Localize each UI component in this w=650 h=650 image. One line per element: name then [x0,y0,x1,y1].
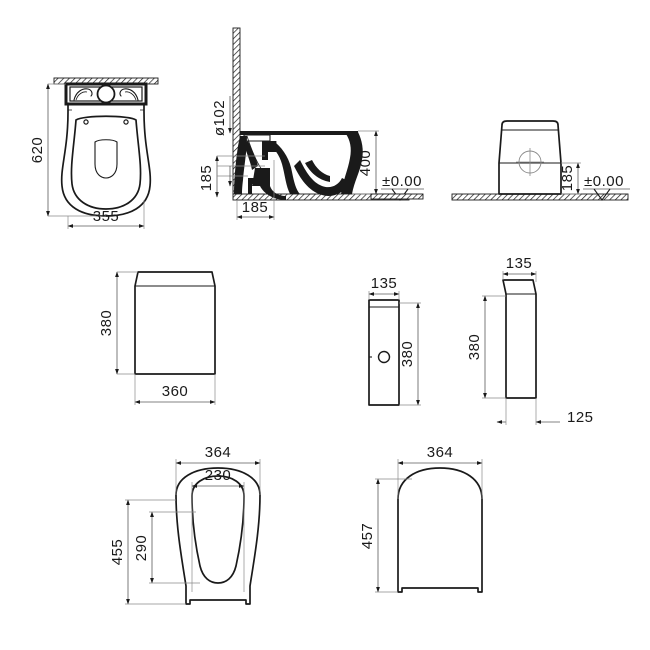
dimension-185-vertical: 185 [198,155,265,198]
dimension-dia102: ø102 [211,96,232,136]
pan-inner-bowl [94,139,118,179]
view-seat-cover-plan: 364 457 [359,444,483,593]
dimension-457: 457 [359,478,412,593]
pan-rear-outline [498,120,562,195]
dimension-355: 355 [67,200,145,229]
dimension-360-label: 360 [162,383,189,400]
dimension-290: 290 [133,511,200,584]
cistern-inlet-hole [377,350,391,364]
dimension-380-cistern-front: 380 [98,271,138,375]
dimension-400-label: 400 [357,150,374,177]
dimension-185-rear-label: 185 [559,165,576,192]
seat-outer-outline [175,467,261,605]
level-marker-left: ±0.00 [370,173,424,201]
dimension-380-cistern-alt: 380 [466,295,506,399]
pan-rim-housing [64,82,148,106]
level-marker-right-label: ±0.00 [584,173,624,190]
dimension-230: 230 [191,467,245,592]
dimension-125: 125 [496,398,594,426]
pan-section-profile [234,131,363,200]
dimension-185-horizontal: 185 [236,160,275,220]
pan-seat-ring [70,115,142,210]
dimension-360: 360 [134,374,216,405]
dimension-380-cistern-side: 380 [399,302,421,406]
dimension-455-label: 455 [109,539,126,566]
dimension-125-label: 125 [567,409,594,426]
dimension-135-centre-label: 135 [371,275,398,292]
view-pan-rear: 185 ±0.00 [451,120,630,201]
dimension-185-horizontal-label: 185 [242,199,269,216]
fixing-hole-right [123,119,129,125]
dimension-364-seat-label: 364 [205,444,232,461]
view-seat-plan: 364 230 455 290 [109,444,261,605]
dimension-135-right: 135 [502,255,537,282]
level-marker-left-label: ±0.00 [382,173,422,190]
view-pan-front-plan: 620 355 [29,77,159,229]
seat-cover-outline [397,467,483,593]
view-cistern-front: 380 360 [98,271,216,405]
dimension-290-label: 290 [133,535,150,562]
dimension-135-centre: 135 [368,275,400,300]
seat-inner-opening [191,475,245,584]
dimension-455: 455 [109,499,186,605]
level-marker-right: ±0.00 [583,173,630,201]
pan-body-outline [60,103,152,217]
view-cistern-side-alt: 135 380 125 [466,255,594,426]
dimension-380-cistern-alt-label: 380 [466,334,483,361]
dimension-364-cover-label: 364 [427,444,454,461]
dimension-185-vertical-label: 185 [198,165,215,192]
dimension-230-label: 230 [205,467,232,484]
dimension-620-label: 620 [29,137,46,164]
dimension-380-cistern-front-label: 380 [98,310,115,337]
dimension-364-seat: 364 [175,444,261,495]
dimension-185-rear: 185 [559,162,581,195]
dimension-135-right-label: 135 [506,255,533,272]
view-cistern-side: 135 380 [368,275,421,406]
dimension-355-label: 355 [93,208,120,225]
dimension-380-cistern-side-label: 380 [399,341,416,368]
dimension-364-cover: 364 [397,444,483,499]
dimension-dia102-label: ø102 [211,100,228,136]
dimension-457-label: 457 [359,523,376,550]
fixing-hole-left [83,119,89,125]
dimension-620: 620 [29,83,106,217]
view-pan-side-section: ø102 185 185 400 ±0.00 [198,27,424,220]
